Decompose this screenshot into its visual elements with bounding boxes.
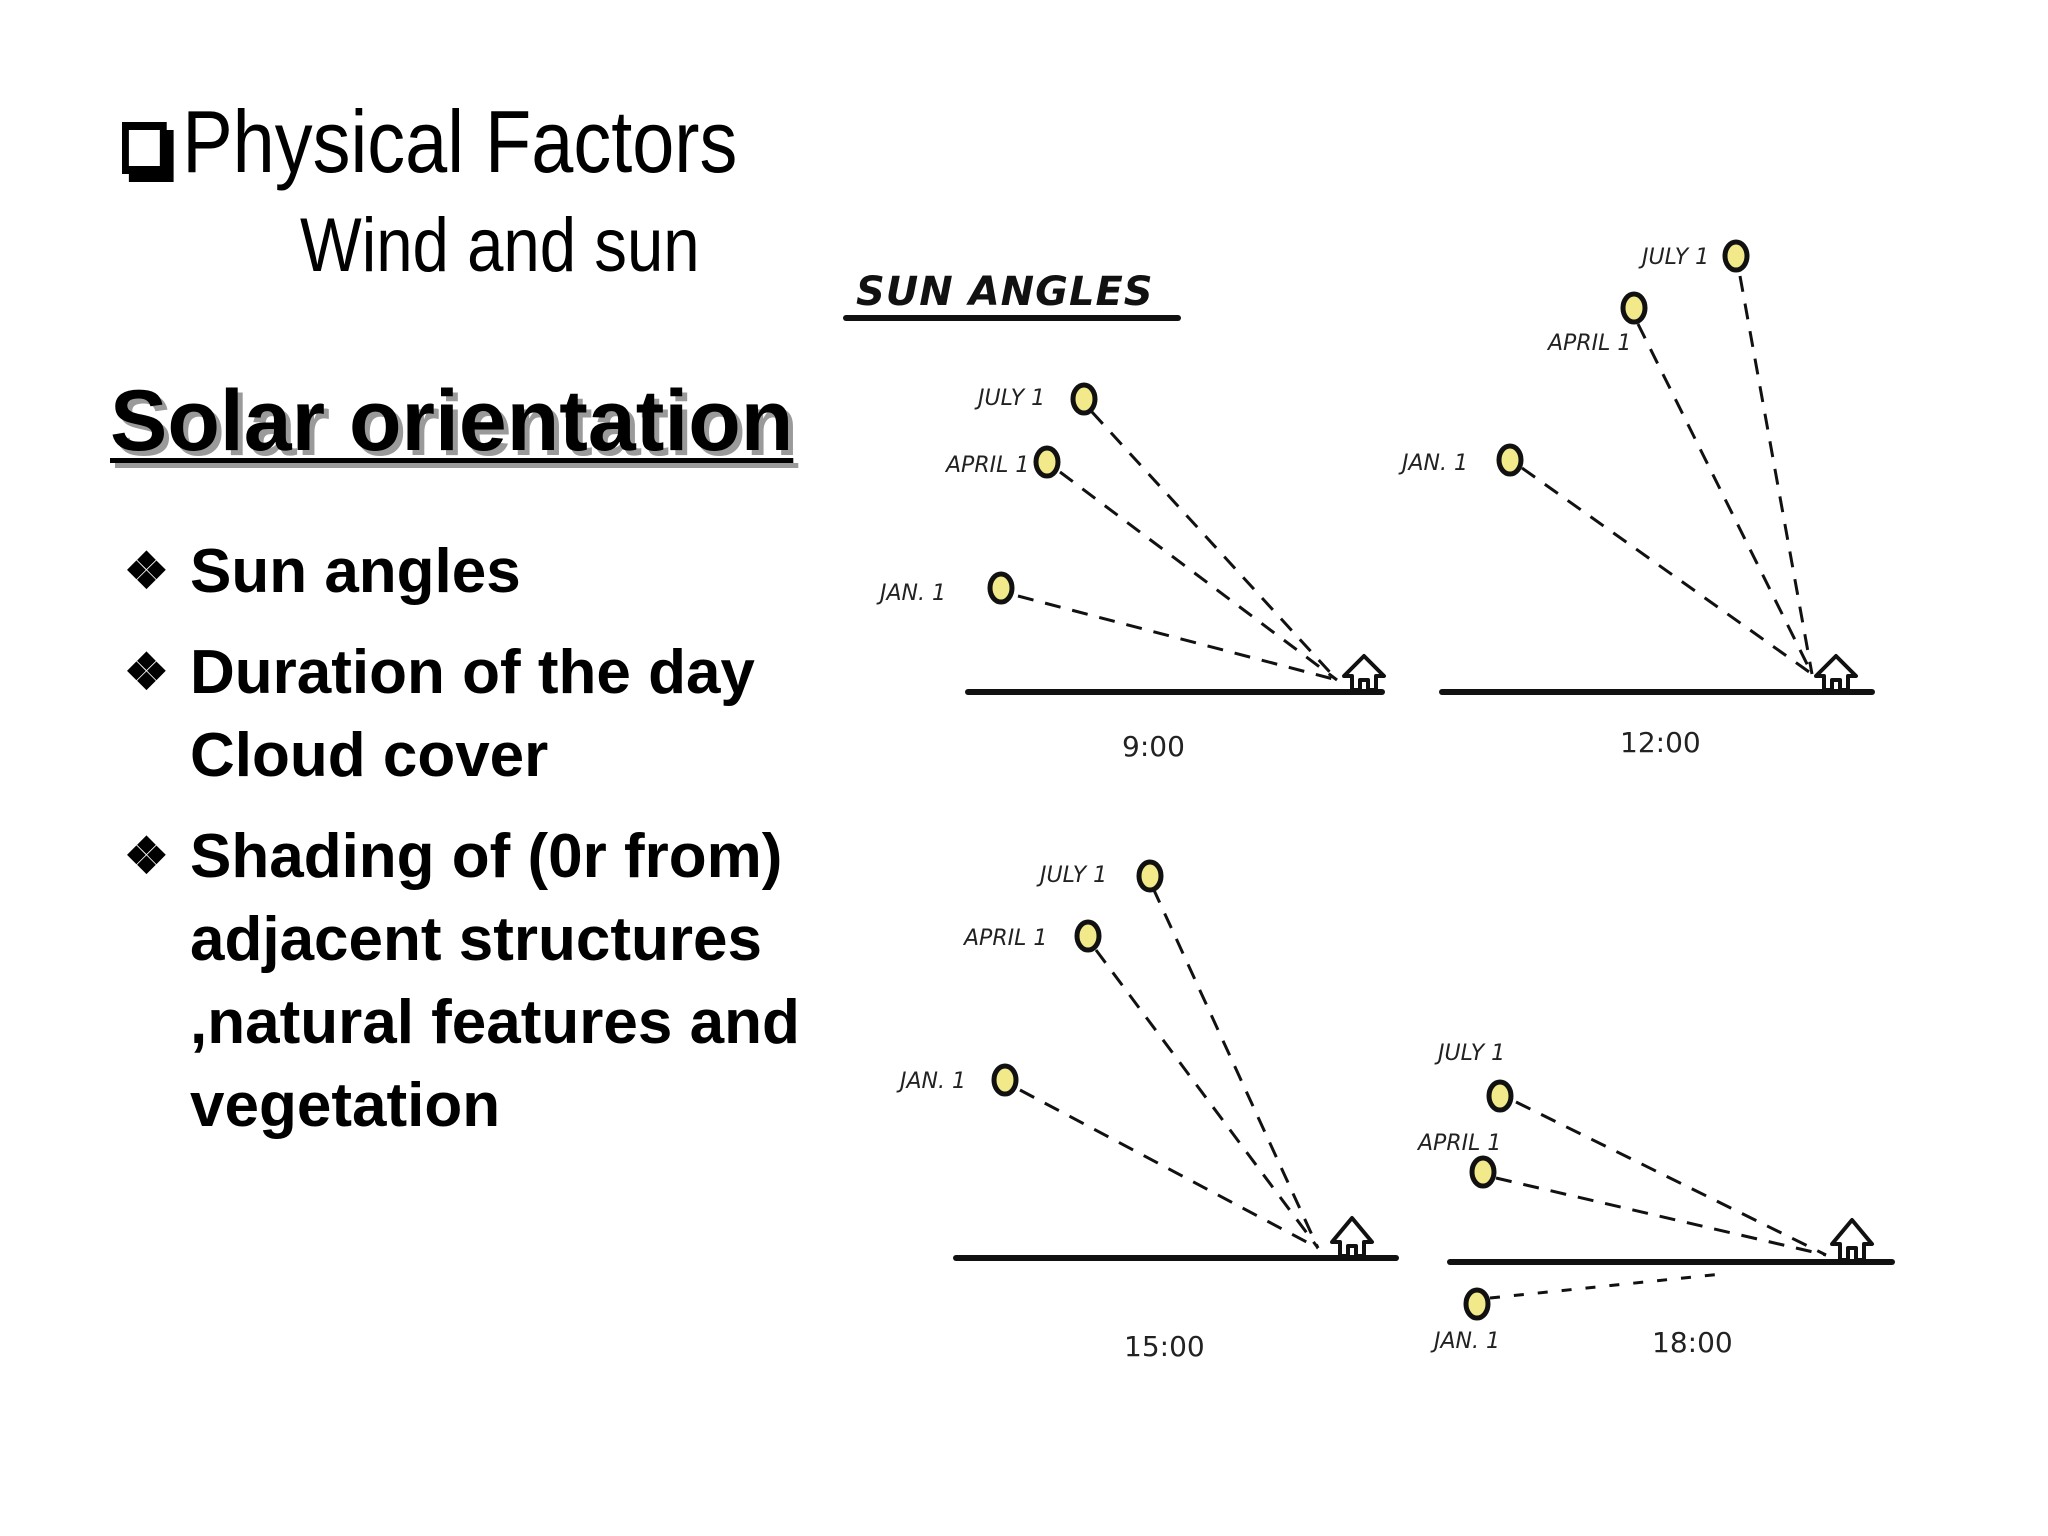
bullet-text: Shading of (0r from) adjacent structures… bbox=[190, 822, 800, 1140]
sun-icon bbox=[1463, 1287, 1491, 1321]
sun-ray-jan bbox=[1521, 466, 1813, 676]
house-icon bbox=[1830, 1218, 1874, 1262]
bullet-item: ❖ Shading of (0r from) adjacent structur… bbox=[124, 815, 884, 1147]
time-label: 18:00 bbox=[1652, 1326, 1733, 1359]
bullet-text: Duration of the day Cloud cover bbox=[190, 638, 755, 790]
house-icon bbox=[1814, 654, 1858, 692]
label-jan: JAN. 1 bbox=[876, 581, 946, 606]
diamond-bullet-icon: ❖ bbox=[124, 543, 169, 599]
label-april: APRIL 1 bbox=[944, 453, 1029, 478]
label-july: JULY 1 bbox=[1638, 245, 1709, 270]
sun-icon bbox=[1486, 1079, 1514, 1113]
label-april: APRIL 1 bbox=[1546, 331, 1631, 356]
sun-ray-july bbox=[1515, 1100, 1827, 1257]
sun-group bbox=[987, 239, 1750, 1321]
time-label: 15:00 bbox=[1124, 1330, 1205, 1363]
sun-ray-july bbox=[1090, 410, 1339, 682]
bullet-text: Sun angles bbox=[190, 537, 521, 606]
sun-icon bbox=[1722, 239, 1750, 273]
sun-angles-diagram: SUN ANGLES bbox=[843, 239, 1895, 1363]
sun-ray-april bbox=[1059, 470, 1338, 682]
sun-ray-july bbox=[1738, 275, 1814, 675]
label-jan: JAN. 1 bbox=[1430, 1329, 1500, 1354]
label-april: APRIL 1 bbox=[1416, 1131, 1501, 1156]
time-label: 12:00 bbox=[1620, 726, 1701, 759]
house-icon bbox=[1342, 654, 1386, 692]
sun-ray-april bbox=[1495, 1176, 1827, 1257]
label-jan: JAN. 1 bbox=[896, 1069, 966, 1094]
label-april: APRIL 1 bbox=[962, 926, 1047, 951]
checkbox-bullet-icon bbox=[122, 122, 167, 174]
slide-subheading: Wind and sun bbox=[300, 203, 700, 288]
sun-icon bbox=[1136, 859, 1164, 893]
sun-ray-jan bbox=[1019, 1088, 1319, 1250]
sun-icon bbox=[1496, 443, 1524, 477]
section-title: Solar orientation bbox=[110, 373, 794, 469]
label-jan: JAN. 1 bbox=[1398, 451, 1468, 476]
bullet-list: ❖ Sun angles ❖ Duration of the day Cloud… bbox=[124, 530, 884, 1165]
slide-heading: Physical Factors bbox=[122, 98, 737, 186]
label-july: JULY 1 bbox=[974, 386, 1045, 411]
diamond-bullet-icon: ❖ bbox=[124, 828, 169, 884]
slide-heading-text: Physical Factors bbox=[182, 92, 738, 191]
ray-group bbox=[1017, 275, 1827, 1300]
diagram-title: SUN ANGLES bbox=[856, 269, 1154, 315]
diamond-bullet-icon: ❖ bbox=[124, 644, 169, 700]
bullet-item: ❖ Duration of the day Cloud cover bbox=[124, 631, 884, 797]
sun-icon bbox=[1469, 1155, 1497, 1189]
sun-ray-jan bbox=[1489, 1272, 1723, 1300]
label-july: JULY 1 bbox=[1434, 1041, 1505, 1066]
sun-icon bbox=[987, 571, 1015, 605]
sun-icon bbox=[991, 1063, 1019, 1097]
sun-icon bbox=[1070, 382, 1098, 416]
sun-icon bbox=[1620, 291, 1648, 325]
sun-icon bbox=[1074, 919, 1102, 953]
sun-ray-july bbox=[1151, 887, 1320, 1249]
sun-ray-april bbox=[1636, 323, 1814, 675]
house-icon bbox=[1330, 1216, 1374, 1258]
label-july: JULY 1 bbox=[1036, 863, 1107, 888]
sun-icon bbox=[1033, 445, 1061, 479]
time-label: 9:00 bbox=[1122, 730, 1185, 763]
bullet-item: ❖ Sun angles bbox=[124, 530, 884, 613]
sun-ray-jan bbox=[1017, 594, 1338, 682]
sun-ray-april bbox=[1094, 949, 1320, 1249]
